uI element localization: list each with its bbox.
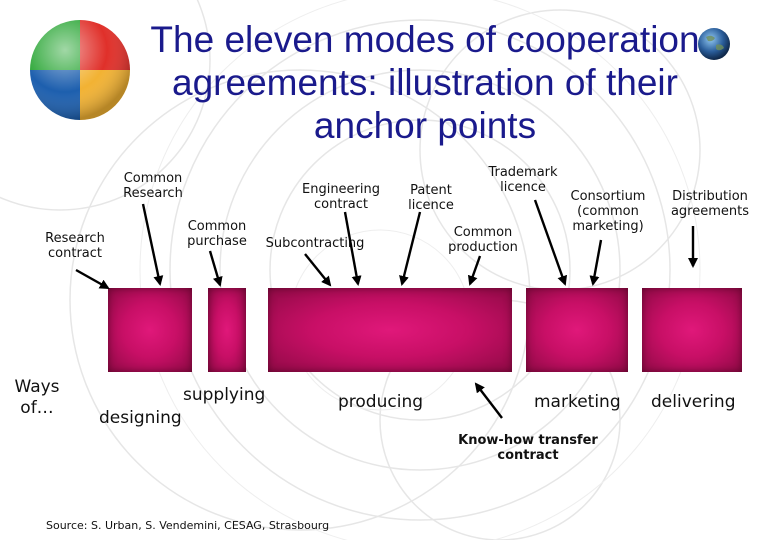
stage-label-marketing: marketing	[534, 392, 621, 412]
title-line: The eleven modes of cooperation	[150, 19, 700, 60]
mode-label-common-production: Common production	[448, 225, 518, 255]
mode-label-subcontracting: Subcontracting	[265, 236, 365, 251]
mode-label-know-how-transfer: Know-how transfer contract	[458, 433, 598, 463]
mode-label-consortium: Consortium (common marketing)	[570, 189, 646, 234]
mode-label-common-purchase: Common purchase	[187, 219, 247, 249]
arrow-patent-licence	[399, 211, 422, 286]
title-line: agreements: illustration of their	[172, 62, 678, 103]
stage-box-supplying	[208, 288, 246, 372]
arrow-common-production	[467, 255, 482, 286]
stage-box-producing	[268, 288, 512, 372]
arrow-common-purchase	[208, 250, 223, 287]
stage-label-designing: designing	[99, 408, 182, 428]
mode-label-engineering-contract: Engineering contract	[302, 182, 380, 212]
stage-label-delivering: delivering	[651, 392, 736, 412]
arrow-engineering-contract	[343, 211, 362, 286]
ways-of-label: Ways of…	[14, 377, 60, 418]
stage-label-supplying: supplying	[183, 385, 266, 405]
arrow-consortium	[589, 239, 603, 286]
stage-box-designing	[108, 288, 192, 372]
mode-label-distribution-agreements: Distribution agreements	[670, 189, 750, 219]
mode-label-research-contract: Research contract	[45, 231, 105, 261]
earth-globe-icon	[698, 28, 730, 60]
mode-label-common-research: Common Research	[123, 171, 183, 201]
stage-label-producing: producing	[338, 392, 424, 412]
source-note: Source: S. Urban, S. Vendemini, CESAG, S…	[46, 519, 330, 532]
stage-box-marketing	[526, 288, 628, 372]
arrow-trademark-licence	[533, 199, 568, 286]
arrow-research-contract	[75, 268, 110, 290]
mode-label-trademark-licence: Trademark licence	[488, 165, 558, 195]
arrow-know-how-transfer	[474, 382, 503, 419]
mode-label-patent-licence: Patent licence	[408, 183, 454, 213]
page-title: The eleven modes of cooperation agreemen…	[90, 18, 760, 147]
arrow-subcontracting	[304, 253, 332, 287]
stage-box-delivering	[642, 288, 742, 372]
title-line: anchor points	[313, 105, 537, 146]
quadrant-globe-logo-icon	[30, 20, 130, 120]
arrow-common-research	[141, 203, 164, 286]
